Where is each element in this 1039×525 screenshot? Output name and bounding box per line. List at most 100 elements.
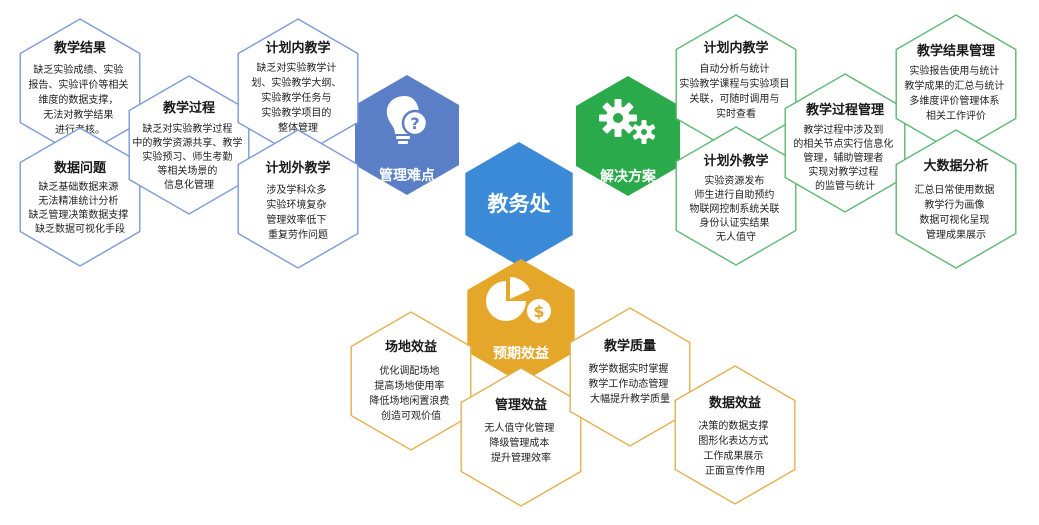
solution-process-mgmt-line: 的监管与统计 xyxy=(815,179,875,192)
benefit-venue-line: 创造可观价值 xyxy=(381,409,441,422)
solution-in-plan-line: 关联，可随时调用与 xyxy=(689,92,779,105)
benefit-venue-title: 场地效益 xyxy=(385,339,437,355)
svg-text:教学过程中涉及到 的相关节点实行信息化: 教学过程中涉及到 的相关节点实行信息化 管理，辅助管理者 实现对教学过程 的监管… xyxy=(793,123,896,192)
solution-in-plan: 计划内教学 自动分析与统计 实验教学课程与实验项目 关联，可随时调用与 实时查看 xyxy=(675,14,797,154)
solution-process-mgmt-line: 管理，辅助管理者 xyxy=(803,151,883,164)
category-solution-title: 解决方案 xyxy=(600,168,657,185)
solution-out-plan-line: 实验资源发布 xyxy=(704,174,764,187)
pie-chart-dollar-icon: $ xyxy=(486,277,553,325)
svg-text:实验报告使用与统计 教学成果的汇总与统计: 实验报告使用与统计 教学成果的汇总与统计 多维度评价管理体系 相关工作评价 xyxy=(904,64,1007,122)
difficulty-teaching-results-title: 教学结果 xyxy=(53,40,106,56)
center-hexagon-shape xyxy=(465,142,573,266)
benefit-management-line: 无人值守化管理 xyxy=(484,421,554,434)
difficulty-teaching-process: 教学过程 缺乏对实验教学过程 中的教学资源共享、教学 实验预习、师生考勤 等相关… xyxy=(128,75,250,215)
difficulty-teaching-results: 教学结果 缺乏实验成绩、实验 报告、实验评价等相关 维度的数据支撑， 无法对教学… xyxy=(19,18,141,158)
difficulty-teaching-results-line: 缺乏实验成绩、实验 xyxy=(33,63,123,76)
center-hexagon: 教务处 xyxy=(465,142,573,266)
svg-text:缺乏对实验教学计 划、实验教学大纲、: 缺乏对实验教学计 划、实验教学大纲、 实验教学任务与 实验教学项目的 整体管理 xyxy=(251,61,344,134)
difficulty-in-plan-line: 整体管理 xyxy=(278,121,318,134)
benefit-data: 数据效益 决策的数据支撑 图形化表达方式 工作成果展示 正面宣传作用 xyxy=(674,365,796,505)
difficulty-teaching-results-line: 无法对教学结果 xyxy=(43,108,113,121)
difficulty-out-plan-line: 涉及学科众多 xyxy=(266,183,326,196)
solution-big-data-line: 数据可视化呈现 xyxy=(919,213,989,226)
solution-big-data: 大数据分析 汇总日常使用数据 教学行为画像 数据可视化呈现 管理成果展示 xyxy=(895,129,1017,269)
solution-in-plan-title: 计划内教学 xyxy=(703,40,768,56)
svg-text:$: $ xyxy=(533,302,544,321)
difficulty-teaching-results-line: 报告、实验评价等相关 xyxy=(28,78,128,91)
difficulty-out-plan: 计划外教学 涉及学科众多 实验环境复杂 管理效率低下 重复劳作问题 xyxy=(237,129,359,269)
difficulty-out-plan-shape xyxy=(237,129,359,269)
svg-text:实验资源发布 师生进行自助预约 物联: 实验资源发布 师生进行自助预约 物联网控制系统关联 身份认证实结果 无人值守 xyxy=(689,174,782,243)
svg-text:自动分析与统计 实验教学课程与实验项目: 自动分析与统计 实验教学课程与实验项目 关联，可随时调用与 实时查看 xyxy=(679,62,792,120)
benefit-quality-title: 教学质量 xyxy=(603,338,656,354)
center-title: 教务处 xyxy=(488,192,551,216)
difficulty-data-problem-line: 缺乏管理决策数据支撑 xyxy=(28,208,128,221)
benefit-data-title: 数据效益 xyxy=(709,395,761,411)
category-benefit: $ 预期效益 xyxy=(467,259,575,383)
difficulty-teaching-process-line: 实验预习、师生考勤 xyxy=(142,150,232,163)
benefit-management-shape xyxy=(460,367,582,507)
benefit-management-line: 降级管理成本 xyxy=(489,436,549,449)
category-solution: 解决方案 xyxy=(576,76,680,196)
solution-big-data-line: 管理成果展示 xyxy=(926,228,986,241)
difficulty-in-plan-title: 计划内教学 xyxy=(265,40,330,56)
solution-process-mgmt-line: 的相关节点实行信息化 xyxy=(793,137,893,150)
difficulty-teaching-results-line: 维度的数据支撑， xyxy=(38,93,118,106)
difficulty-in-plan-line: 缺乏对实验教学计 xyxy=(256,61,336,74)
solution-out-plan-line: 物联网控制系统关联 xyxy=(689,202,779,215)
solution-result-mgmt-title: 教学结果管理 xyxy=(916,43,995,59)
benefit-data-line: 工作成果展示 xyxy=(703,450,763,462)
solution-process-mgmt-line: 教学过程中涉及到 xyxy=(803,123,883,136)
solution-out-plan: 计划外教学 实验资源发布 师生进行自助预约 物联网控制系统关联 身份认证实结果 … xyxy=(675,126,797,266)
solution-process-mgmt-line: 实现对教学过程 xyxy=(808,165,878,178)
difficulty-out-plan-line: 重复劳作问题 xyxy=(268,228,328,241)
solution-result-mgmt-line: 相关工作评价 xyxy=(926,109,986,122)
difficulty-out-plan-line: 实验环境复杂 xyxy=(266,198,326,211)
svg-text:优化调配场地 提高场地使用率 降低场: 优化调配场地 提高场地使用率 降低场地闲置浪费 创造可观价值 xyxy=(369,364,452,422)
difficulty-data-problem-line: 缺乏基础数据来源 xyxy=(38,180,118,193)
category-benefit-shape xyxy=(467,259,575,383)
benefit-venue-shape xyxy=(350,311,472,451)
benefit-quality-line: 教学数据实时掌握 xyxy=(588,362,668,375)
svg-text:汇总日常使用数据 教学行为画像 数据: 汇总日常使用数据 教学行为画像 数据可视化呈现 管理成果展示 xyxy=(914,183,997,241)
difficulty-data-problem: 数据问题 缺乏基础数据来源 无法精准统计分析 缺乏管理决策数据支撑 缺乏数据可视… xyxy=(19,127,141,267)
solution-big-data-shape xyxy=(895,129,1017,269)
benefit-venue-line: 降低场地闲置浪费 xyxy=(369,394,449,407)
solution-out-plan-title: 计划外教学 xyxy=(703,153,768,169)
solution-process-mgmt: 教学过程管理 教学过程中涉及到 的相关节点实行信息化 管理，辅助管理者 实现对教… xyxy=(784,73,906,213)
difficulty-out-plan-line: 管理效率低下 xyxy=(266,213,326,226)
difficulty-teaching-process-title: 教学过程 xyxy=(162,100,215,116)
benefit-venue: 场地效益 优化调配场地 提高场地使用率 降低场地闲置浪费 创造可观价值 xyxy=(350,311,472,451)
category-difficulty-shape xyxy=(355,75,459,195)
solution-result-mgmt-line: 实验报告使用与统计 xyxy=(909,64,999,77)
lightbulb-question-icon: ? xyxy=(386,96,429,144)
solution-process-mgmt-title: 教学过程管理 xyxy=(805,102,884,118)
svg-text:缺乏基础数据来源 无法精准统计分析: 缺乏基础数据来源 无法精准统计分析 缺乏管理决策数据支撑 缺乏数据可视化手段 xyxy=(28,180,131,235)
benefit-data-shape xyxy=(674,365,796,505)
benefit-quality: 教学质量 教学数据实时掌握 教学工作动态管理 大幅提升教学质量 xyxy=(569,307,691,447)
category-benefit-title: 预期效益 xyxy=(493,345,549,362)
svg-text:无人值守化管理 降级管理成本 提升管: 无人值守化管理 降级管理成本 提升管理效率 xyxy=(484,421,557,464)
difficulty-in-plan: 计划内教学 缺乏对实验教学计 划、实验教学大纲、 实验教学任务与 实验教学项目的… xyxy=(237,18,359,158)
benefit-management-title: 管理效益 xyxy=(495,397,547,413)
difficulty-data-problem-line: 缺乏数据可视化手段 xyxy=(35,222,125,235)
solution-result-mgmt-line: 多维度评价管理体系 xyxy=(909,94,999,107)
svg-text:决策的数据支撑 图形化表达方式 工作: 决策的数据支撑 图形化表达方式 工作成果展示 正面宣传作用 xyxy=(698,419,771,477)
difficulty-data-problem-line: 无法精准统计分析 xyxy=(38,194,118,207)
category-difficulty: ? 管理难点 xyxy=(355,75,459,195)
svg-text:教学数据实时掌握 教学工作动态管理: 教学数据实时掌握 教学工作动态管理 大幅提升教学质量 xyxy=(588,362,671,405)
solution-result-mgmt: 教学结果管理 实验报告使用与统计 教学成果的汇总与统计 多维度评价管理体系 相关… xyxy=(895,14,1017,154)
difficulty-teaching-process-line: 信息化管理 xyxy=(164,178,214,191)
benefit-data-line: 正面宣传作用 xyxy=(705,464,765,477)
difficulty-out-plan-title: 计划外教学 xyxy=(265,160,330,176)
solution-in-plan-line: 实时查看 xyxy=(716,107,756,120)
solution-big-data-title: 大数据分析 xyxy=(923,158,988,174)
solution-out-plan-line: 身份认证实结果 xyxy=(699,216,769,229)
difficulty-teaching-process-line: 缺乏对实验教学过程 xyxy=(142,122,232,135)
solution-big-data-line: 教学行为画像 xyxy=(924,198,984,211)
benefit-venue-line: 提高场地使用率 xyxy=(374,379,444,392)
svg-text:?: ? xyxy=(410,114,419,133)
difficulty-teaching-process-line: 中的教学资源共享、教学 xyxy=(132,136,242,149)
